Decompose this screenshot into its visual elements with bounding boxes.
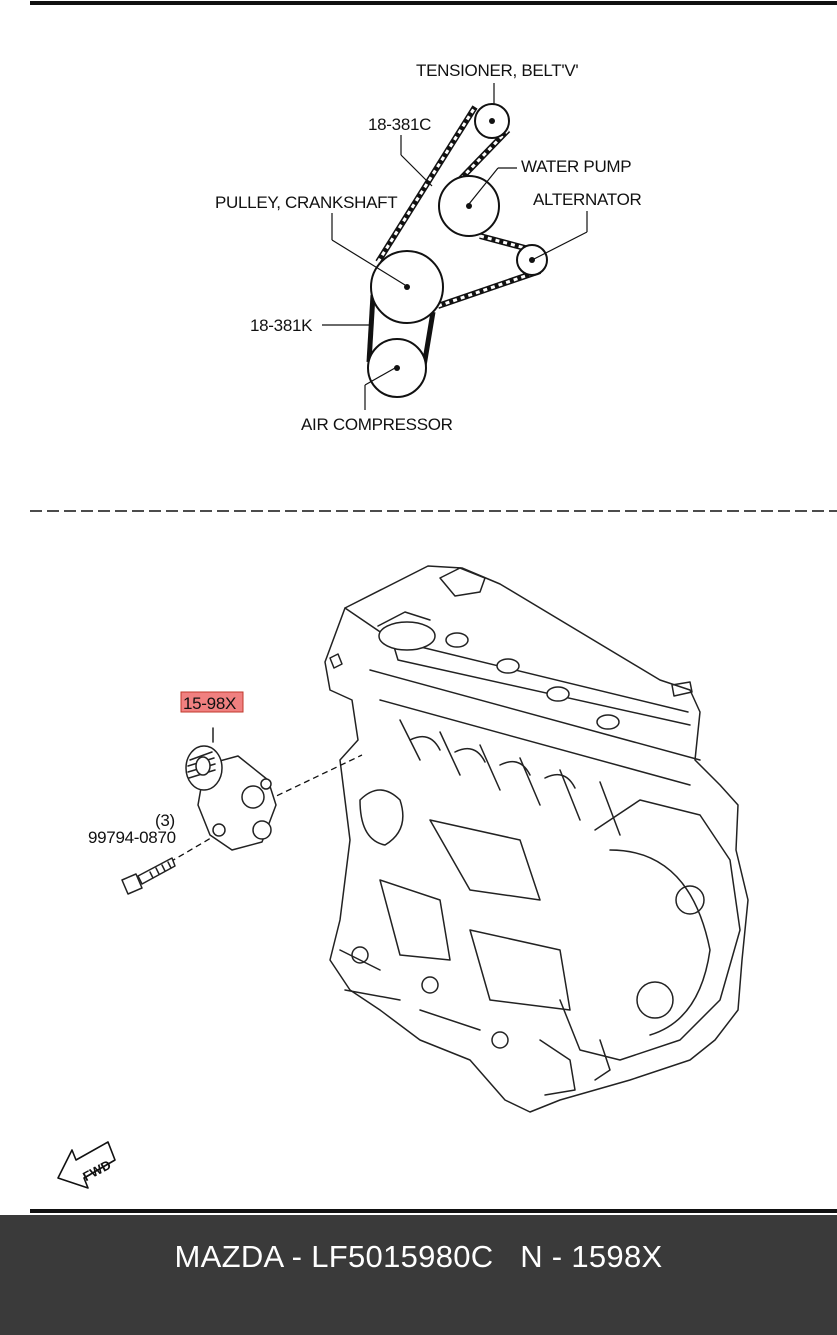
qty-label: (3) [155,811,175,830]
alternator-label: ALTERNATOR [533,190,641,209]
tensioner-assembly-drawing [185,727,277,851]
parts-diagram: TENSIONER, BELT'V' 18-381C WATER PUMP AL… [30,1,837,1213]
bolt-guide-line [169,827,229,863]
tensioner-pulley [474,103,510,139]
mount-guide-line [267,754,363,801]
air-compressor-pulley [367,338,427,398]
belt-18-381c [375,105,541,309]
bolt-drawing [121,857,176,895]
crankshaft-pulley [370,250,444,324]
water-pump-pulley [438,175,500,237]
fwd-arrow-icon: FWD [57,1141,116,1189]
belt-routing-diagram: TENSIONER, BELT'V' 18-381C WATER PUMP AL… [215,61,642,434]
bolt-part-label: 99794-0870 [88,828,176,847]
water-pump-label: WATER PUMP [521,157,631,176]
air-compressor-label: AIR COMPRESSOR [301,415,453,434]
alternator-pulley [516,244,548,276]
engine-block-drawing [324,565,749,1113]
footer-part-number: MAZDA - LF5015980C N - 1598X [174,1239,663,1274]
part-callout-label: 15-98X [183,694,236,713]
footer-bar: MAZDA - LF5015980C N - 1598X [0,1215,837,1335]
part-callout: 15-98X [180,691,244,713]
crank-pulley-label: PULLEY, CRANKSHAFT [215,193,397,212]
belt-k-label: 18-381K [250,316,313,335]
belt-c-label: 18-381C [368,115,431,134]
tensioner-label: TENSIONER, BELT'V' [416,61,578,80]
